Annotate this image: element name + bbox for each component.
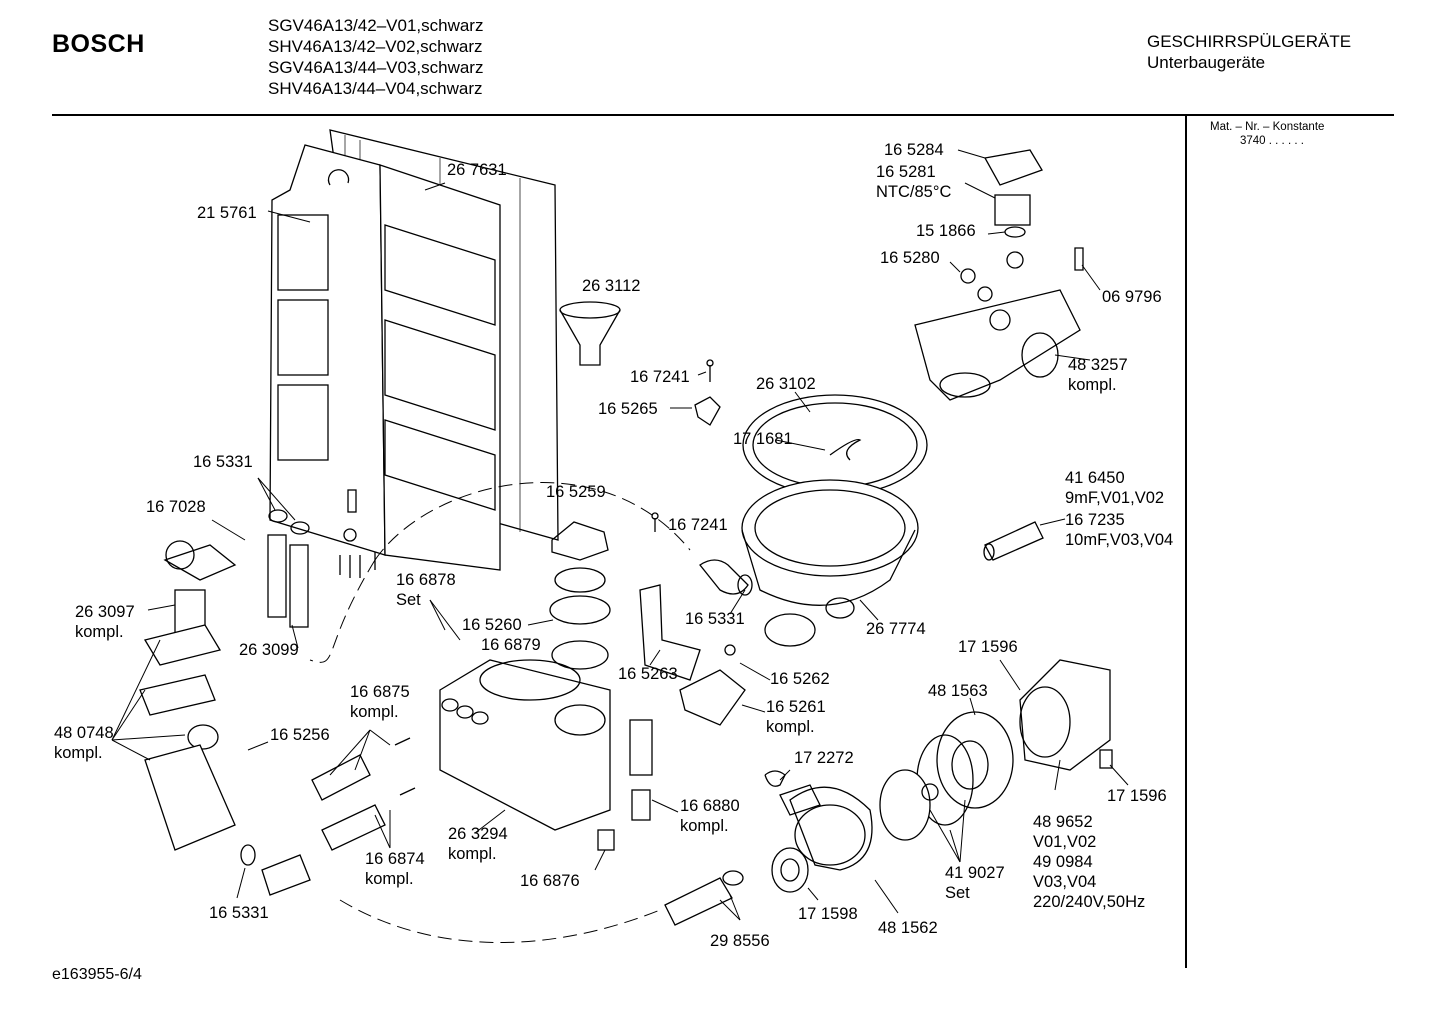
document-id: e163955-6/4 xyxy=(52,966,142,983)
part-label: 16 5331 xyxy=(209,904,269,922)
part-label: 16 5265 xyxy=(598,400,658,418)
part-label: 16 5284 xyxy=(884,141,944,159)
pump-motor xyxy=(1019,659,1113,771)
part-label: 26 7631 xyxy=(447,161,507,179)
part-label: 16 6879 xyxy=(481,636,541,654)
float-switch-assembly xyxy=(139,540,311,896)
part-label: 17 1598 xyxy=(798,905,858,923)
part-label: 16 7028 xyxy=(146,498,206,516)
motor-capacitor xyxy=(983,521,1044,561)
part-label: 29 8556 xyxy=(710,932,770,950)
water-softener xyxy=(439,659,611,831)
material-number-block: Mat. – Nr. – Konstante 3740 . . . . . . xyxy=(1210,120,1324,148)
part-label: 16 5262 xyxy=(770,670,830,688)
sump-hose xyxy=(699,559,753,596)
corrugated-hoses xyxy=(267,509,310,628)
part-label: 16 5260 xyxy=(462,616,522,634)
header-rule xyxy=(52,114,1394,116)
material-number-value: 3740 . . . . . . xyxy=(1240,135,1304,147)
part-label: 26 3102 xyxy=(756,375,816,393)
drain-stubs xyxy=(339,552,376,578)
category-subtitle: Unterbaugeräte xyxy=(1147,53,1266,72)
part-label: 16 7241 xyxy=(668,516,728,534)
part-label: 16 5259 xyxy=(546,483,606,501)
part-label: 16 5331 xyxy=(193,453,253,471)
part-label: 06 9796 xyxy=(1102,288,1162,306)
part-label: 16 5256 xyxy=(270,726,330,744)
salt-funnel xyxy=(559,301,621,366)
model-line: SHV46A13/42–V02,schwarz xyxy=(268,37,483,56)
part-label: 48 1563 xyxy=(928,682,988,700)
part-label: 16 5263 xyxy=(618,665,678,683)
model-line: SGV46A13/44–V03,schwarz xyxy=(268,58,484,77)
assembly-dash-lines xyxy=(309,482,691,943)
part-label: 17 1596 xyxy=(958,638,1018,656)
small-fixings xyxy=(651,359,721,532)
part-label: 15 1866 xyxy=(916,222,976,240)
side-wall-panel xyxy=(269,129,559,578)
rinse-aid-dispenser xyxy=(597,719,653,851)
model-list: SGV46A13/42–V01,schwarz SHV46A13/42–V02,… xyxy=(268,15,483,99)
aquastop-valve xyxy=(639,584,746,726)
ntc-sensor-cluster xyxy=(960,149,1084,302)
part-label: 48 1562 xyxy=(878,919,938,937)
material-number-label: Mat. – Nr. – Konstante xyxy=(1210,121,1325,133)
part-label: 26 3112 xyxy=(582,277,641,295)
part-label: 26 3099 xyxy=(239,641,299,659)
side-column-divider xyxy=(1185,116,1187,968)
part-label: 16 7241 xyxy=(630,368,690,386)
pump-housing xyxy=(764,770,873,893)
part-label: 16 5331 xyxy=(685,610,745,628)
model-line: SGV46A13/42–V01,schwarz xyxy=(268,16,484,35)
part-label: 17 2272 xyxy=(794,749,854,767)
part-label: 26 7774 xyxy=(866,620,926,638)
sump-assembly xyxy=(741,394,928,647)
sealing-rings xyxy=(549,521,611,670)
impeller-housing xyxy=(879,711,1014,841)
part-label: 17 1596 xyxy=(1107,787,1167,805)
part-label: 16 5280 xyxy=(880,249,940,267)
category-block: GESCHIRRSPÜLGERÄTE Unterbaugeräte xyxy=(1147,31,1351,73)
flow-manifold-assembly xyxy=(914,289,1081,401)
part-label: 21 5761 xyxy=(197,204,257,222)
drain-hose xyxy=(664,870,744,926)
brand-logo: BOSCH xyxy=(52,30,145,58)
part-label: 16 6876 xyxy=(520,872,580,890)
model-line: SHV46A13/44–V04,schwarz xyxy=(268,79,483,98)
part-label: 17 1681 xyxy=(733,430,793,448)
category-title: GESCHIRRSPÜLGERÄTE xyxy=(1147,32,1352,51)
leader-lines xyxy=(111,149,1129,921)
inlet-valves xyxy=(311,737,416,851)
